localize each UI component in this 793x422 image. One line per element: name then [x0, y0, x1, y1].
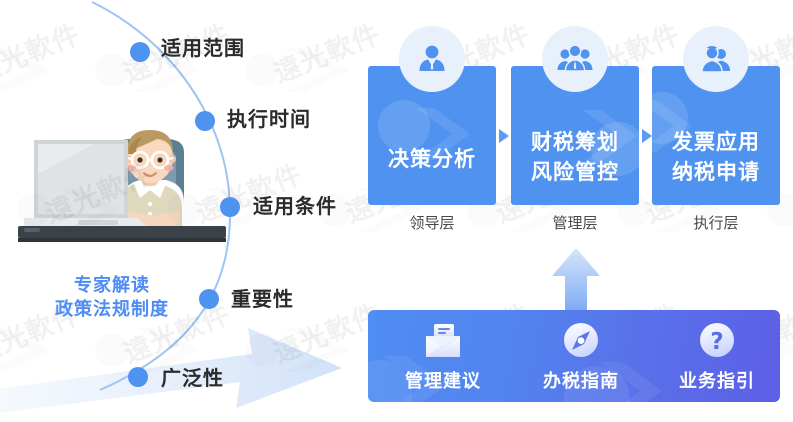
man-at-laptop-illustration [18, 130, 226, 242]
layer-label-3: 执行层 [693, 214, 739, 232]
two-people-icon-badge [683, 26, 749, 92]
flow-step-arrow-1 [499, 129, 509, 143]
timeline-label-2: 执行时间 [227, 107, 311, 131]
flow-step-arrow-2 [642, 129, 652, 143]
timeline-label-5: 广泛性 [161, 366, 224, 390]
envelope-document-icon [426, 324, 460, 357]
single-person-icon [419, 45, 445, 71]
card-decoration-circle [378, 100, 430, 152]
two-people-icon [701, 46, 730, 73]
card-decoration-chevron [416, 108, 470, 160]
timeline-label-1: 适用范围 [161, 36, 245, 60]
question-mark-circle-icon: ? [700, 323, 734, 357]
flow-card-tax-planning[interactable]: 财税筹划 风险管控 [511, 66, 639, 205]
timeline-node-1[interactable] [130, 42, 150, 62]
group-people-icon [557, 44, 593, 72]
expert-caption: 专家解读 政策法规制度 [14, 274, 210, 323]
timeline-node-2[interactable] [195, 111, 215, 131]
svg-text:?: ? [710, 329, 723, 355]
services-bar: 管理建议 办税指南 [368, 310, 780, 402]
timeline-label-4: 重要性 [231, 287, 294, 311]
flow-card-invoice-tax[interactable]: 发票应用 纳税申请 [652, 66, 780, 205]
flow-card-2-title: 财税筹划 风险管控 [511, 127, 639, 187]
timeline-node-3[interactable] [220, 197, 240, 217]
flow-card-1-title: 决策分析 [368, 144, 496, 174]
expert-caption-line2: 政策法规制度 [55, 299, 169, 321]
watermark-text: 遠光軟件 [789, 152, 793, 230]
card-decoration-chevron [583, 110, 637, 162]
service-item-business-guidance[interactable]: ? 业务指引 [650, 310, 780, 402]
single-person-icon-badge [399, 26, 465, 92]
bar-decoration-chevron-mid [600, 362, 662, 402]
flow-card-2-title-line2: 风险管控 [531, 160, 619, 184]
background-progress-arrow [0, 328, 342, 413]
timeline-node-5[interactable] [128, 367, 148, 387]
flow-card-3-title-line2: 纳税申请 [672, 160, 760, 184]
card-decoration-circle [591, 122, 639, 176]
upward-flow-arrow [552, 248, 600, 314]
timeline-node-4[interactable] [199, 289, 219, 309]
timeline-label-3: 适用条件 [253, 194, 337, 218]
flow-card-2-title-line1: 财税筹划 [531, 130, 619, 154]
flow-card-3-title-line1: 发票应用 [672, 130, 760, 154]
bar-decoration-chevron [384, 356, 446, 402]
service-item-management-advice[interactable]: 管理建议 [376, 310, 510, 402]
layer-label-1: 领导层 [409, 214, 455, 232]
card-decoration-chevron [652, 100, 692, 152]
compass-icon [564, 323, 598, 357]
service-label-3: 业务指引 [679, 371, 755, 392]
flow-card-1-title-line1: 决策分析 [388, 147, 476, 171]
expert-caption-line1: 专家解读 [74, 275, 150, 296]
layer-label-2: 管理层 [552, 214, 598, 232]
service-item-tax-guide[interactable]: 办税指南 [514, 310, 648, 402]
group-people-icon-badge [542, 26, 608, 92]
service-label-2: 办税指南 [543, 371, 619, 392]
service-label-1: 管理建议 [405, 371, 481, 392]
flow-card-3-title: 发票应用 纳税申请 [652, 127, 780, 187]
